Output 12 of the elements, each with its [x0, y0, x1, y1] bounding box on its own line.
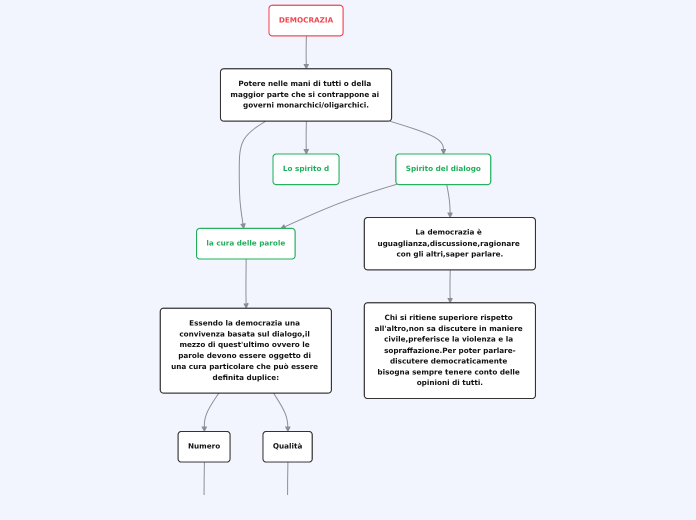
- arrow: [273, 392, 291, 432]
- arrow: [238, 120, 266, 229]
- arrow: [390, 120, 447, 155]
- connector: [204, 462, 206, 496]
- arrow: [280, 184, 398, 230]
- arrow: [304, 36, 310, 70]
- arrow: [243, 258, 250, 309]
- arrow: [447, 270, 454, 304]
- arrow: [202, 392, 220, 432]
- arrow: [304, 120, 310, 155]
- arrow: [446, 184, 454, 218]
- connector: [287, 462, 289, 496]
